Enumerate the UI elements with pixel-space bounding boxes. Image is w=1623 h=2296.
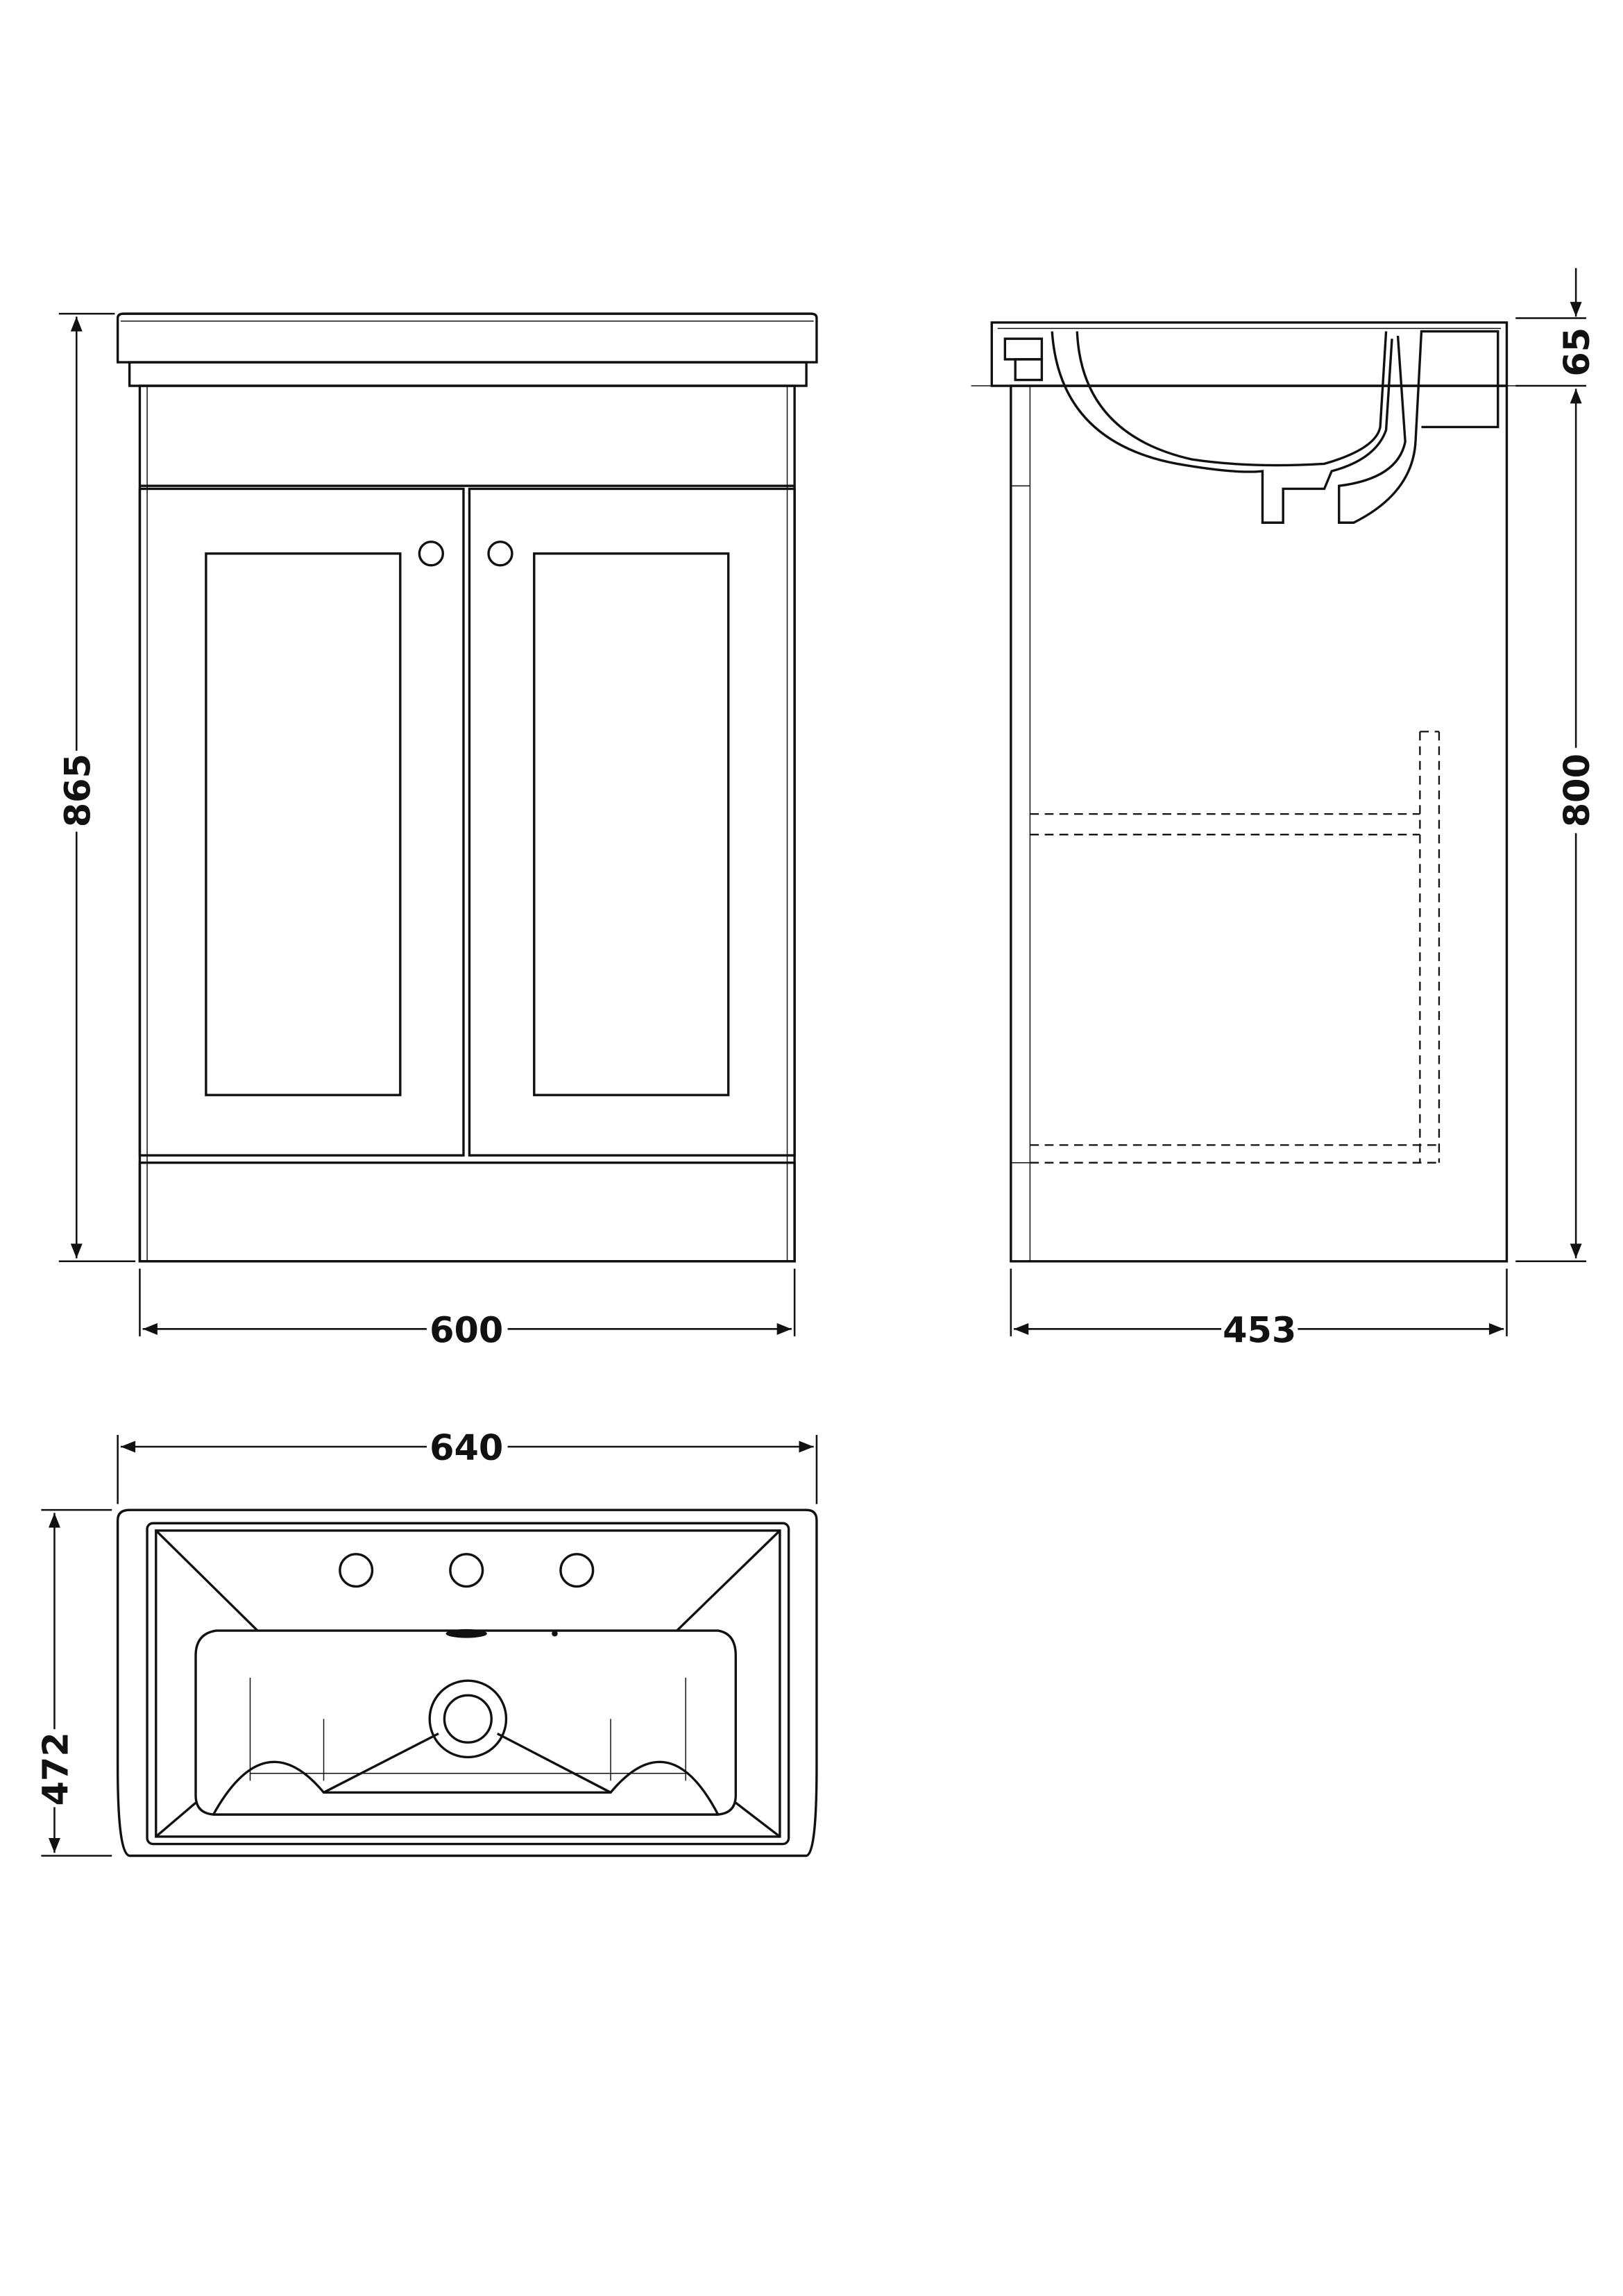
right-knob-icon xyxy=(487,541,513,567)
dimension-label-800: 800 xyxy=(1557,754,1598,827)
basin-outline xyxy=(116,1508,818,1857)
left-knob-icon xyxy=(418,541,444,567)
dimension-65: 65 xyxy=(1515,268,1598,387)
tap-hole-center-icon xyxy=(449,1553,484,1588)
waste-outer-icon xyxy=(428,1679,508,1759)
dimension-453: 453 xyxy=(1010,1268,1508,1351)
dimension-600: 600 xyxy=(139,1268,796,1351)
basin-bowl xyxy=(1051,331,1393,524)
side-cabinet xyxy=(1010,384,1509,1263)
dimension-640: 640 xyxy=(117,1428,818,1504)
basin-bowl-plan xyxy=(194,1629,737,1816)
tap-hole-left-icon xyxy=(339,1553,374,1588)
side-view xyxy=(971,321,1575,1263)
front-basin-top xyxy=(116,312,818,364)
front-basin-lip xyxy=(128,361,808,387)
left-door-panel xyxy=(205,552,402,1096)
left-door xyxy=(138,487,465,1157)
dimension-label-65: 65 xyxy=(1557,328,1598,377)
right-door xyxy=(468,487,796,1157)
cabinet-body xyxy=(138,384,796,1263)
dimension-label-640: 640 xyxy=(430,1428,503,1469)
tap-hole-right-icon xyxy=(559,1553,595,1588)
dimension-label-600: 600 xyxy=(430,1310,503,1351)
front-view xyxy=(116,312,818,1263)
dimension-label-865: 865 xyxy=(58,754,99,827)
dimension-800: 800 xyxy=(1515,389,1598,1263)
dimension-label-453: 453 xyxy=(1223,1310,1296,1351)
plan-view xyxy=(116,1508,818,1857)
waste-inner-icon xyxy=(443,1694,493,1744)
right-door-panel xyxy=(533,552,730,1096)
dimension-label-472: 472 xyxy=(36,1732,77,1805)
overflow-slot-icon xyxy=(445,1629,487,1638)
dimension-472: 472 xyxy=(36,1508,112,1857)
dimension-865: 865 xyxy=(58,312,136,1263)
plinth xyxy=(138,1162,796,1263)
